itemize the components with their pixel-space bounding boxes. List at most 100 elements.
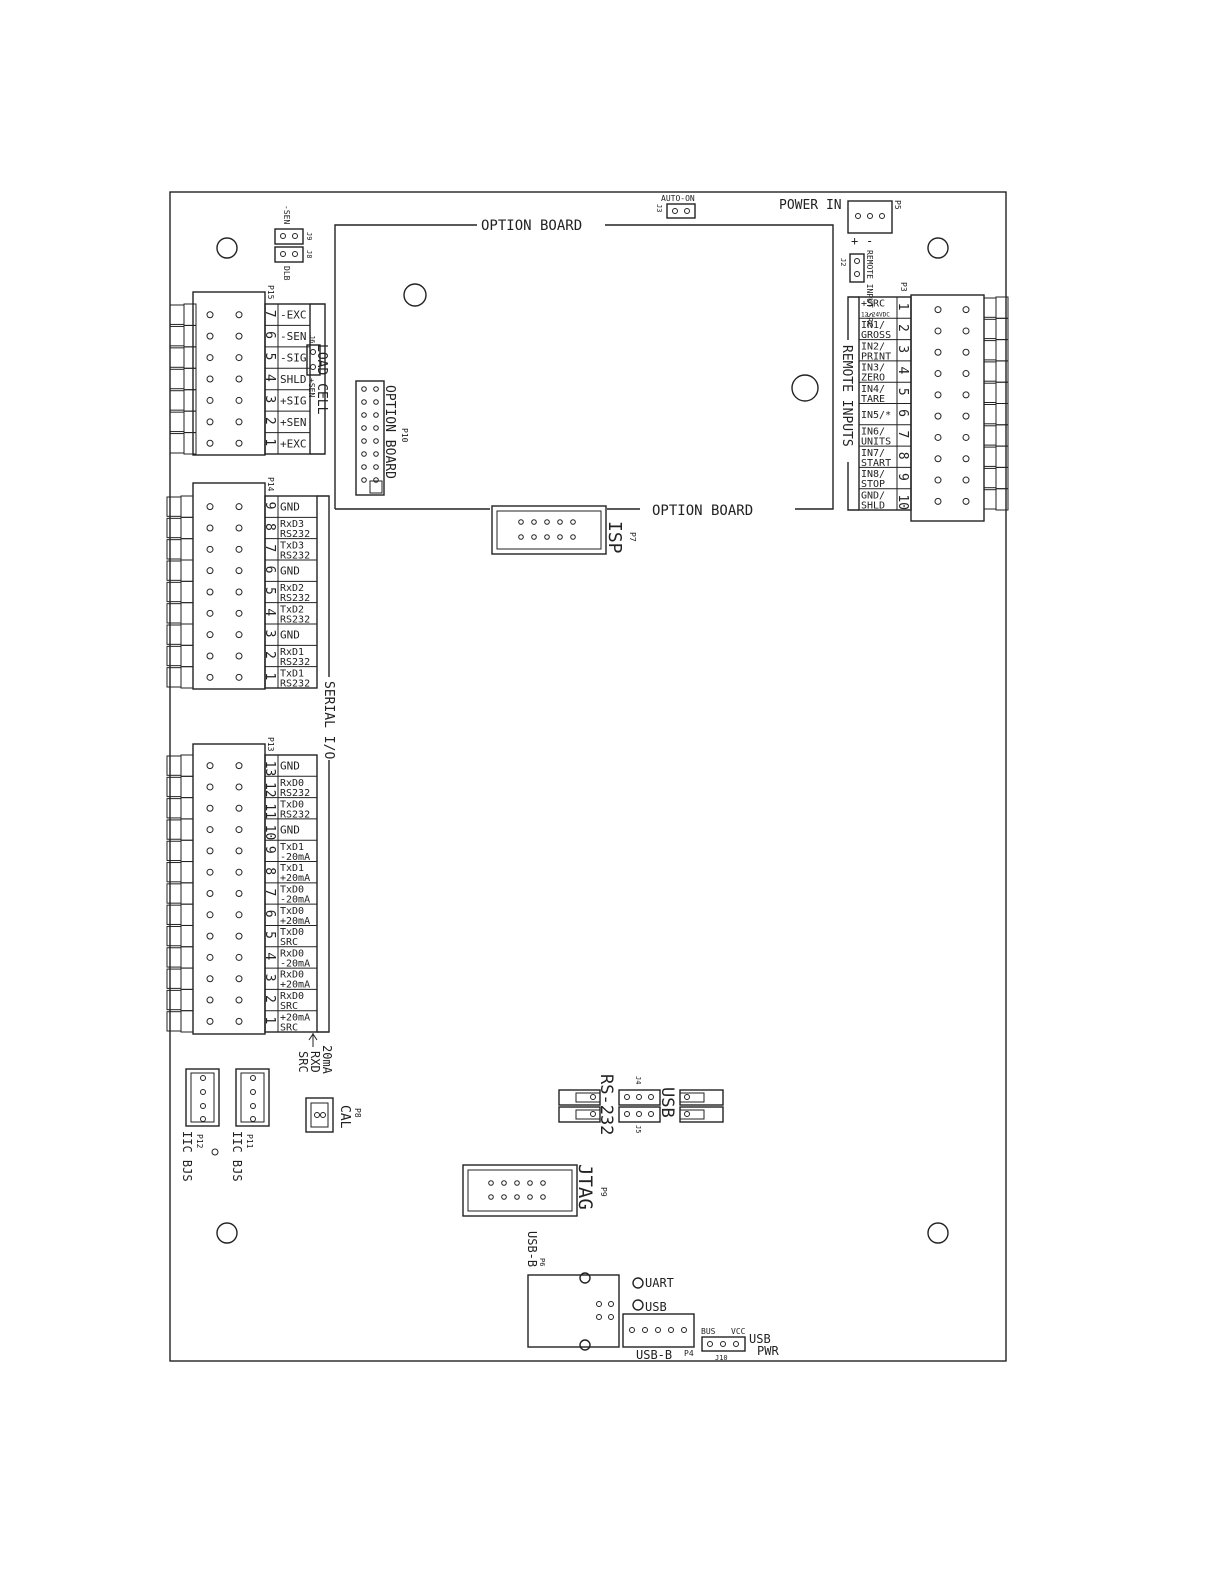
terminal-screw <box>235 975 243 983</box>
terminal-tooth <box>166 798 182 819</box>
terminal-screw <box>206 609 214 617</box>
header-pin <box>544 519 550 525</box>
pin-label: TxD0 <box>280 885 304 896</box>
pin-label: +EXC <box>280 437 307 450</box>
pin-label-sub: GROSS <box>861 330 891 341</box>
pin-number: 8 <box>262 523 277 531</box>
p8-cal-jumper: P8 CAL <box>305 1097 362 1133</box>
pin-label: GND <box>280 824 300 837</box>
terminal-screw <box>934 455 942 463</box>
terminal-screw <box>235 609 243 617</box>
p14-ref: P14 <box>266 477 275 492</box>
terminal-screw <box>934 306 942 314</box>
pin-label: +SEN <box>280 416 307 429</box>
terminal-screw <box>962 306 970 314</box>
terminal-screw <box>206 847 214 855</box>
terminal-tooth <box>166 539 182 560</box>
terminal-screw <box>235 868 243 876</box>
pin-label-sub: ZERO <box>861 373 885 384</box>
pin-label-sub: PRINT <box>861 351 891 362</box>
terminal-screw <box>934 348 942 356</box>
pin-number: 8 <box>262 867 277 875</box>
header-pin <box>373 451 379 457</box>
terminal-tooth <box>983 318 997 340</box>
header-pin <box>557 519 563 525</box>
terminal-screw <box>235 804 243 812</box>
pin-number: 8 <box>895 452 910 460</box>
pin-number: 7 <box>895 430 910 438</box>
pin-number: 4 <box>895 367 910 375</box>
j4-ref: J4 <box>634 1076 642 1084</box>
usb-pwr-label-1: USB <box>749 1332 771 1346</box>
pin-label: -SEN <box>280 330 307 343</box>
pin-label: TxD0 <box>280 906 304 917</box>
pin-label-sub: -20mA <box>280 958 310 969</box>
option-board-area: OPTION BOARD OPTION BOARD <box>334 218 834 519</box>
pin-label: +SIG <box>280 394 307 407</box>
terminal-screw <box>235 890 243 897</box>
pin-number: 6 <box>262 910 277 918</box>
pin-number: 3 <box>262 630 277 638</box>
pin-label-sub: +20mA <box>280 980 310 991</box>
header-pin <box>361 412 367 418</box>
pin-number: 1 <box>262 672 277 680</box>
usb-pwr-label-2: PWR <box>757 1344 779 1358</box>
pin-label-sub: RS232 <box>280 657 310 668</box>
terminal-tooth <box>180 861 194 884</box>
pin-label: IN4/ <box>861 384 885 395</box>
terminal-screw <box>934 327 942 335</box>
pin-label-sub: RS232 <box>280 809 310 820</box>
terminal-screw <box>235 932 243 940</box>
pin-label-sub: SRC <box>280 1022 298 1033</box>
pin-number: 4 <box>262 374 277 382</box>
pin-number: 9 <box>895 473 910 481</box>
terminal-screw <box>962 455 970 463</box>
pin-number: 7 <box>262 889 277 897</box>
terminal-screw <box>206 567 214 575</box>
terminal-screw <box>235 524 243 532</box>
terminal-screw <box>206 418 214 426</box>
terminal-tooth <box>180 882 194 905</box>
header-pin <box>544 534 550 540</box>
terminal-screw <box>235 418 243 426</box>
terminal-tooth <box>180 775 194 799</box>
rs232-label: RS-232 <box>596 1074 616 1135</box>
terminal-tooth <box>180 666 194 689</box>
header-pin <box>514 1194 520 1200</box>
pin-label: TxD3 <box>280 540 304 551</box>
j4-j5-jumper-block: RS-232 USB J4 J5 <box>558 1074 724 1135</box>
power-plus: + <box>851 234 858 248</box>
p5-ref: P5 <box>893 200 902 210</box>
mounting-hole <box>927 237 949 259</box>
terminal-tooth <box>983 361 997 382</box>
terminal-screw <box>934 497 942 505</box>
terminal-tooth <box>180 623 194 646</box>
j8-ref: J8 <box>305 250 313 258</box>
pin-label: GND <box>280 501 300 514</box>
terminal-tooth <box>180 559 194 582</box>
terminal-tooth <box>166 840 182 862</box>
terminal-screw <box>206 439 214 447</box>
terminal-screw <box>206 762 214 770</box>
terminal-tooth <box>180 967 194 990</box>
pin-label: TxD1 <box>280 863 304 874</box>
serial-io-bracket: SERIAL I/O 20mA RXD SRC <box>296 495 336 1075</box>
pin-label: IN8/ <box>861 469 885 480</box>
rxd-src-line2: RXD <box>308 1051 322 1073</box>
terminal-tooth <box>183 410 197 434</box>
bus-label: BUS <box>701 1327 716 1336</box>
pin-label-sub: RS232 <box>280 678 310 689</box>
terminal-screw <box>206 996 214 1004</box>
terminal-screw <box>206 868 214 876</box>
header-pin <box>531 519 537 525</box>
pin-number: 5 <box>262 587 277 595</box>
p6-usb-b-label: USB-B <box>525 1231 539 1267</box>
terminal-screw <box>962 497 970 505</box>
terminal-screw <box>962 433 970 441</box>
dlb-label: DLB <box>282 266 291 281</box>
terminal-tooth <box>983 297 997 318</box>
terminal-tooth <box>983 382 997 404</box>
pin-number: 6 <box>262 566 277 574</box>
